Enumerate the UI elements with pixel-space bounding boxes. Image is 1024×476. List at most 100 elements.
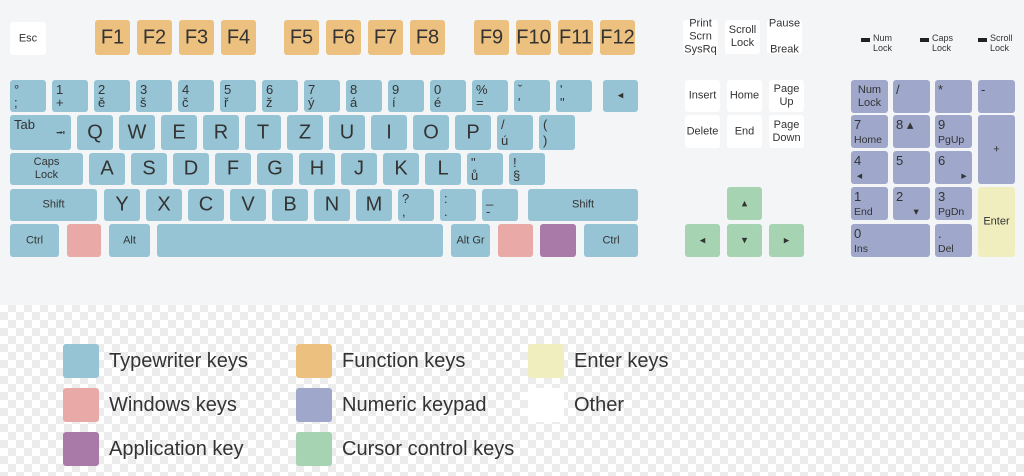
key-q[interactable]: Q [77, 115, 113, 150]
key-x[interactable]: X [146, 189, 182, 221]
key-num-divide[interactable]: / [893, 80, 930, 113]
key-f8[interactable]: F8 [410, 20, 445, 55]
key-y[interactable]: Y [104, 189, 140, 221]
key-paren[interactable]: () [539, 115, 575, 150]
key-j[interactable]: J [341, 153, 377, 185]
key-section[interactable]: !§ [509, 153, 545, 185]
key-h[interactable]: H [299, 153, 335, 185]
key-num-plus[interactable]: + [978, 115, 1015, 184]
key-caps-lock[interactable]: Caps Lock [10, 153, 83, 185]
key-d[interactable]: D [173, 153, 209, 185]
key-u-acute[interactable]: /ú [497, 115, 533, 150]
key-num-minus[interactable]: - [978, 80, 1015, 113]
key-arrow-down[interactable]: ▾ [727, 224, 762, 257]
key-s[interactable]: S [131, 153, 167, 185]
key-insert[interactable]: Insert [685, 80, 720, 112]
key-alt-gr[interactable]: Alt Gr [451, 224, 490, 257]
key-page-up[interactable]: Page Up [769, 80, 804, 112]
key-l[interactable]: L [425, 153, 461, 185]
key-n[interactable]: N [314, 189, 350, 221]
key-b[interactable]: B [272, 189, 308, 221]
key-menu[interactable] [540, 224, 576, 257]
key-ring[interactable]: °; [10, 80, 46, 112]
key-t[interactable]: T [245, 115, 281, 150]
key-scroll-lock[interactable]: Scroll Lock [725, 20, 760, 54]
key-num-decimal[interactable]: .Del [935, 224, 972, 257]
key-u[interactable]: U [329, 115, 365, 150]
key-arrow-right[interactable]: ▸ [769, 224, 804, 257]
key-f[interactable]: F [215, 153, 251, 185]
key-home[interactable]: Home [727, 80, 762, 112]
key-backspace[interactable]: ◂ [603, 80, 638, 112]
key-i[interactable]: I [371, 115, 407, 150]
key-f3[interactable]: F3 [179, 20, 214, 55]
key-num-2[interactable]: 2 ▾ [893, 187, 930, 220]
key-comma[interactable]: ?, [398, 189, 434, 221]
key-f10[interactable]: F10 [516, 20, 551, 55]
key-f4[interactable]: F4 [221, 20, 256, 55]
key-f9[interactable]: F9 [474, 20, 509, 55]
key-num-multiply[interactable]: * [935, 80, 972, 113]
key-delete[interactable]: Delete [685, 115, 720, 148]
key-m[interactable]: M [356, 189, 392, 221]
key-num-5[interactable]: 5 [893, 151, 930, 184]
key-right-windows[interactable] [498, 224, 533, 257]
key-alt[interactable]: Alt [109, 224, 150, 257]
key-a[interactable]: A [89, 153, 125, 185]
key-v[interactable]: V [230, 189, 266, 221]
key-arrow-left[interactable]: ◂ [685, 224, 720, 257]
key-caron[interactable]: ˇ' [514, 80, 550, 112]
key-tab[interactable]: ⭲Tab [10, 115, 71, 150]
key-f6[interactable]: F6 [326, 20, 361, 55]
key-o[interactable]: O [413, 115, 449, 150]
key-1[interactable]: 1+ [52, 80, 88, 112]
key-page-down[interactable]: Page Down [769, 115, 804, 148]
key-f11[interactable]: F11 [558, 20, 593, 55]
key-z[interactable]: Z [287, 115, 323, 150]
key-period[interactable]: :. [440, 189, 476, 221]
key-u-ring[interactable]: "ů [467, 153, 503, 185]
key-f1[interactable]: F1 [95, 20, 130, 55]
key-num-4[interactable]: 4 ◂ [851, 151, 888, 184]
key-f2[interactable]: F2 [137, 20, 172, 55]
key-esc[interactable]: Esc [10, 22, 46, 55]
key-f5[interactable]: F5 [284, 20, 319, 55]
key-num-6[interactable]: 6 ▸ [935, 151, 972, 184]
key-num-lock[interactable]: Num Lock [851, 80, 888, 113]
key-minus[interactable]: _- [482, 189, 518, 221]
key-space[interactable] [157, 224, 443, 257]
key-right-shift[interactable]: Shift [528, 189, 638, 221]
key-arrow-up[interactable]: ▴ [727, 187, 762, 220]
key-print-screen[interactable]: Print Scrn SysRq [683, 18, 718, 56]
key-left-ctrl[interactable]: Ctrl [10, 224, 59, 257]
key-left-shift[interactable]: Shift [10, 189, 97, 221]
key-k[interactable]: K [383, 153, 419, 185]
key-g[interactable]: G [257, 153, 293, 185]
key-w[interactable]: W [119, 115, 155, 150]
key-r[interactable]: R [203, 115, 239, 150]
key-num-enter[interactable]: Enter [978, 187, 1015, 257]
key-num-8[interactable]: 8 ▴ [893, 115, 930, 148]
key-percent[interactable]: %= [472, 80, 508, 112]
key-right-ctrl[interactable]: Ctrl [584, 224, 638, 257]
key-e[interactable]: E [161, 115, 197, 150]
key-pause[interactable]: Pause Break [767, 18, 802, 56]
key-p[interactable]: P [455, 115, 491, 150]
key-end[interactable]: End [727, 115, 762, 148]
key-left-windows[interactable] [67, 224, 101, 257]
key-apostrophe[interactable]: '" [556, 80, 592, 112]
